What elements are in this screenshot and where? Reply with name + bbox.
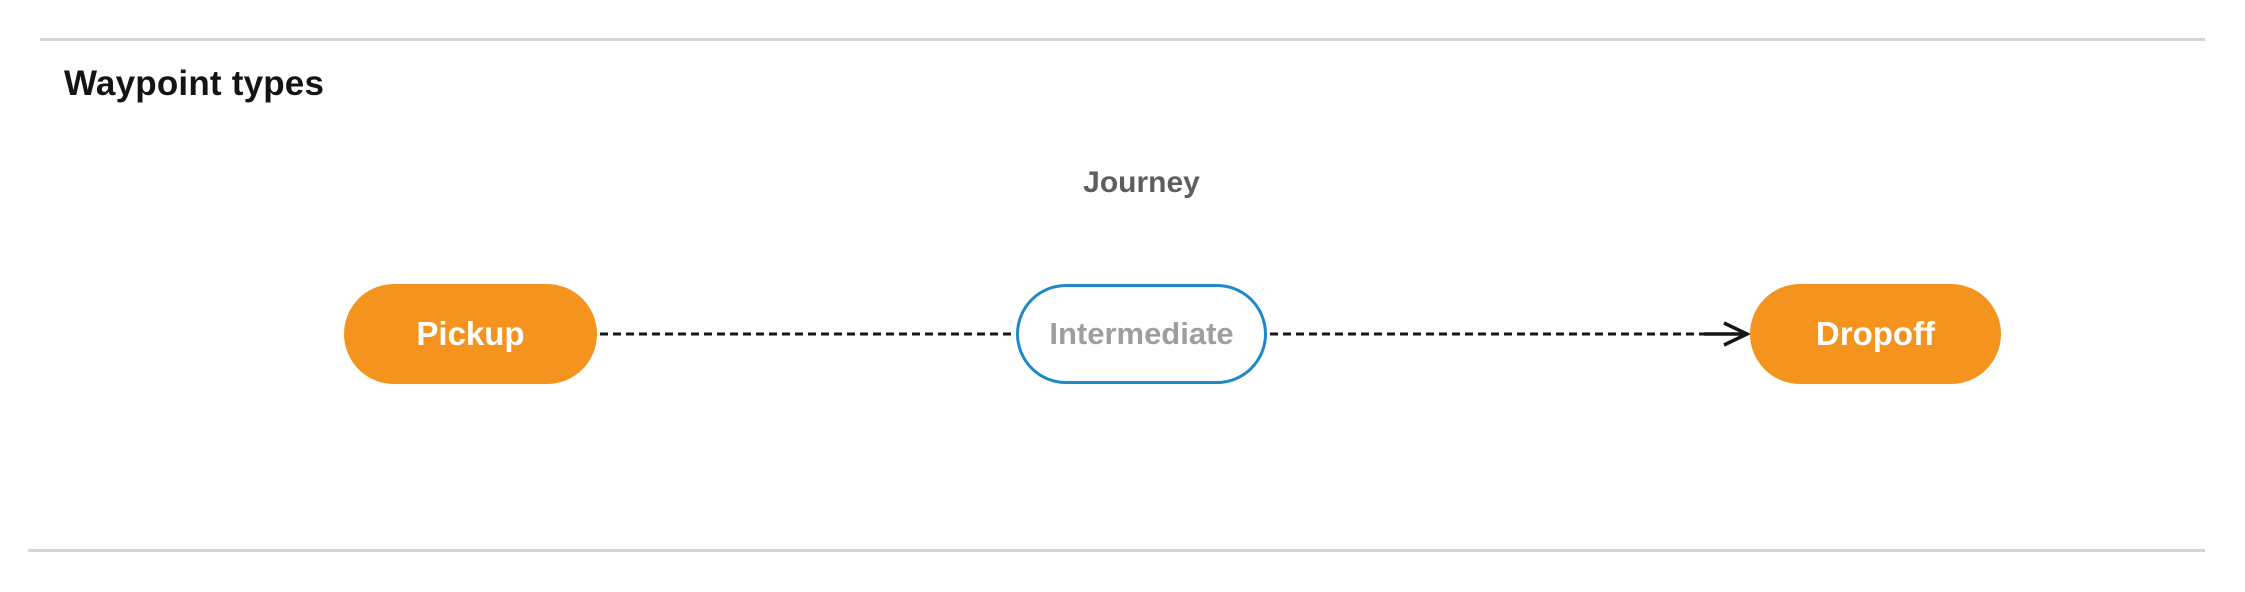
arrowhead-icon: [1723, 321, 1752, 347]
node-pickup: Pickup: [344, 284, 597, 384]
journey-label: Journey: [1083, 166, 1200, 199]
node-pickup-label: Pickup: [416, 315, 525, 352]
node-intermediate: Intermediate: [1016, 284, 1267, 384]
bottom-divider: [28, 549, 2205, 552]
top-divider: [40, 38, 2205, 41]
node-dropoff-label: Dropoff: [1815, 315, 1936, 352]
node-intermediate-label: Intermediate: [1049, 316, 1234, 351]
page-title: Waypoint types: [64, 64, 325, 103]
node-dropoff: Dropoff: [1750, 284, 2001, 384]
